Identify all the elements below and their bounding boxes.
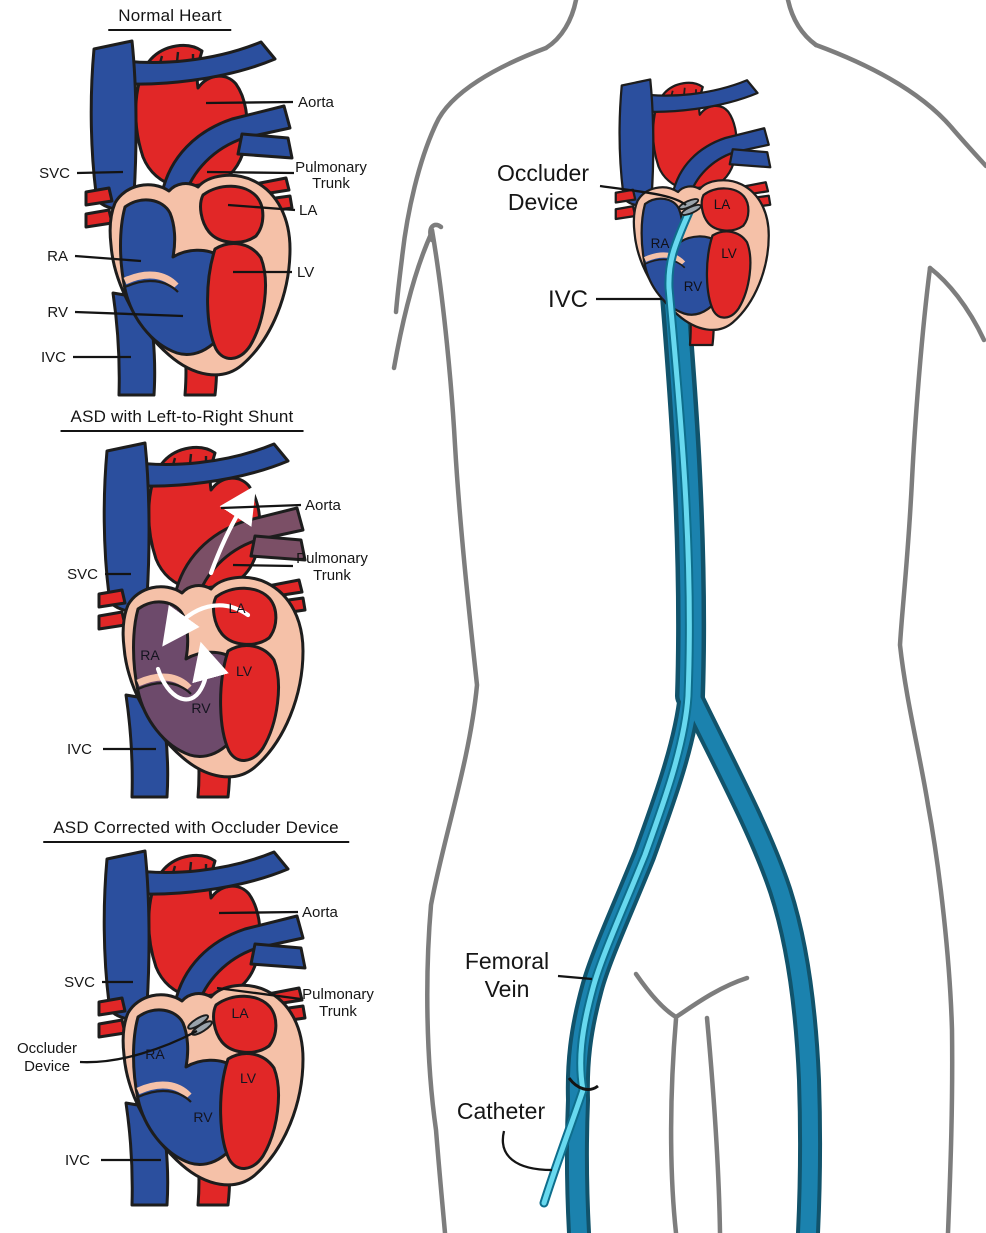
neck-right-line [785, 0, 819, 48]
body-annotations: Occluder Device IVC Femoral Vein Cathete… [457, 160, 687, 1172]
shunt-flow-arrows [155, 484, 257, 702]
p2-svc-label: SVC [67, 566, 98, 583]
p3-pulmonary-label: Pulmonary [302, 986, 374, 1003]
shunt-flow-arrow-la-to-ra [162, 603, 251, 647]
p1-svc-label: SVC [39, 165, 70, 182]
catheter-leader-line [501, 1130, 553, 1172]
p2-ivc-label: IVC [67, 741, 92, 758]
p3-pt-leader [216, 986, 302, 1001]
p2-aorta-leader [220, 503, 302, 510]
p1-la-label: LA [299, 202, 317, 219]
catheter [539, 207, 694, 1208]
p1-svc-leader [76, 170, 124, 175]
p1-ra-label: RA [47, 248, 68, 265]
p2-trunk-label: Trunk [313, 567, 351, 584]
shoulder-arm-left-line [393, 45, 549, 315]
neck-left-line [543, 0, 579, 51]
p3-trunk-label: Trunk [319, 1003, 357, 1020]
p1-la-leader [227, 203, 296, 212]
body-rv-label: RV [684, 279, 703, 294]
torso-right-line [897, 265, 955, 1233]
p3-aorta-label: Aorta [302, 904, 339, 921]
panel-title-normal: Normal Heart [108, 6, 232, 31]
shunt-heart [99, 443, 305, 797]
catheter-core [541, 209, 692, 1206]
p3-svc-label: SVC [64, 974, 95, 991]
p3-ivc-label: IVC [65, 1152, 90, 1169]
shunt-flow-arrow-ra-to-rv [155, 641, 229, 702]
p1-aorta-leader [205, 100, 294, 105]
p3-ra-label: RA [145, 1046, 165, 1062]
shoulder-arm-right-line [813, 42, 986, 169]
p1-ivc-label: IVC [41, 349, 66, 366]
body-heart-labels: LA RA LV RV [651, 197, 737, 294]
p2-lv-label: LV [236, 663, 253, 679]
p3-occluder-label-1: Occluder [17, 1040, 77, 1057]
body-la-label: LA [714, 197, 731, 212]
normal-heart [86, 41, 292, 395]
p1-aorta-label: Aorta [298, 94, 335, 111]
p3-rv-label: RV [193, 1109, 213, 1125]
inner-leg-left-line [668, 1016, 679, 1233]
p2-pulmonary-label: Pulmonary [296, 550, 368, 567]
p1-pulmonary-label: Pulmonary [295, 159, 367, 176]
femoral-vein-label-2: Vein [485, 976, 530, 1002]
inner-leg-right-line [704, 1015, 723, 1233]
p3-occluder-leader [79, 1029, 198, 1064]
body-occluder-label-2: Device [508, 189, 578, 215]
torso-left-line [425, 227, 480, 1233]
body-ivc-label: IVC [548, 286, 588, 313]
body-lv-label: LV [721, 246, 737, 261]
p3-occluder-label-2: Device [24, 1058, 70, 1075]
p1-pt-leader [206, 170, 295, 175]
occluder-leader-line [599, 184, 687, 206]
p3-la-label: LA [231, 1005, 249, 1021]
shunt-flow-arrow-to-pt [208, 484, 257, 576]
body-ra-label: RA [651, 236, 670, 251]
body-outline [391, 0, 986, 1233]
femoral-vein-right-core [684, 690, 819, 1233]
arm-inner-left-line [391, 229, 435, 371]
corrected-heart-labels: Aorta SVC Pulmonary Trunk LA Occluder De… [17, 904, 374, 1169]
femoral-leader-line [557, 974, 593, 981]
catheter-insertion-mark [567, 1077, 599, 1091]
catheter-label: Catheter [457, 1098, 546, 1124]
p2-la-label: LA [228, 600, 246, 616]
panel-title-shunt: ASD with Left-to-Right Shunt [60, 407, 304, 432]
normal-heart-labels: Aorta SVC Pulmonary Trunk LA RA LV RV IV… [39, 94, 367, 366]
p1-rv-leader [74, 310, 184, 318]
femoral-vein-label-1: Femoral [465, 948, 549, 974]
p1-trunk-label: Trunk [312, 175, 350, 192]
p2-pt-leader [232, 563, 294, 568]
body-occluder-label-1: Occluder [497, 160, 589, 186]
p3-lv-label: LV [240, 1070, 257, 1086]
p2-aorta-label: Aorta [305, 497, 342, 514]
p1-ra-leader [74, 254, 142, 263]
p2-rv-label: RV [191, 700, 211, 716]
arm-inner-right-line [927, 265, 986, 343]
gluteal-crease-line [633, 971, 750, 1020]
p3-aorta-leader [218, 910, 299, 915]
venous-system [564, 257, 823, 1233]
p1-lv-label: LV [297, 264, 314, 281]
shunt-heart-labels: Aorta SVC Pulmonary Trunk LA RA LV RV IV… [67, 497, 368, 758]
p1-rv-label: RV [47, 304, 68, 321]
panel-title-corrected: ASD Corrected with Occluder Device [43, 818, 349, 843]
p2-ra-label: RA [140, 647, 160, 663]
